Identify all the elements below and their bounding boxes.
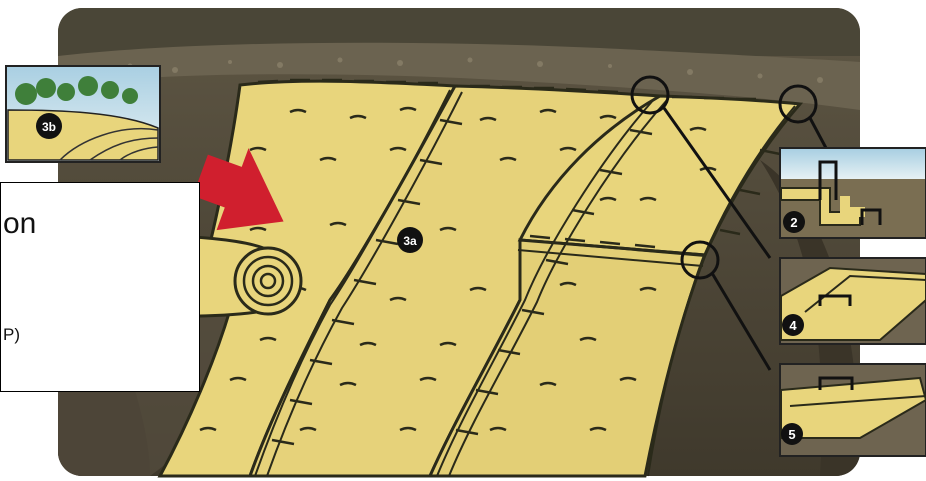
callout-line-2: P): [3, 325, 20, 345]
detail-panel-overlap-bottom: [780, 364, 926, 456]
svg-text:5: 5: [788, 427, 795, 442]
callout-box: on P): [0, 182, 200, 392]
marker-2: 2: [783, 211, 805, 233]
marker-3a: 3a: [397, 227, 423, 253]
marker-4: 4: [782, 314, 804, 336]
svg-text:4: 4: [789, 318, 797, 333]
inset-slope: [6, 66, 160, 162]
marker-5: 5: [781, 423, 803, 445]
svg-text:2: 2: [790, 215, 797, 230]
svg-text:3a: 3a: [403, 234, 417, 248]
svg-text:3b: 3b: [42, 120, 56, 134]
marker-3b: 3b: [36, 113, 62, 139]
callout-line-1: on: [3, 207, 36, 241]
